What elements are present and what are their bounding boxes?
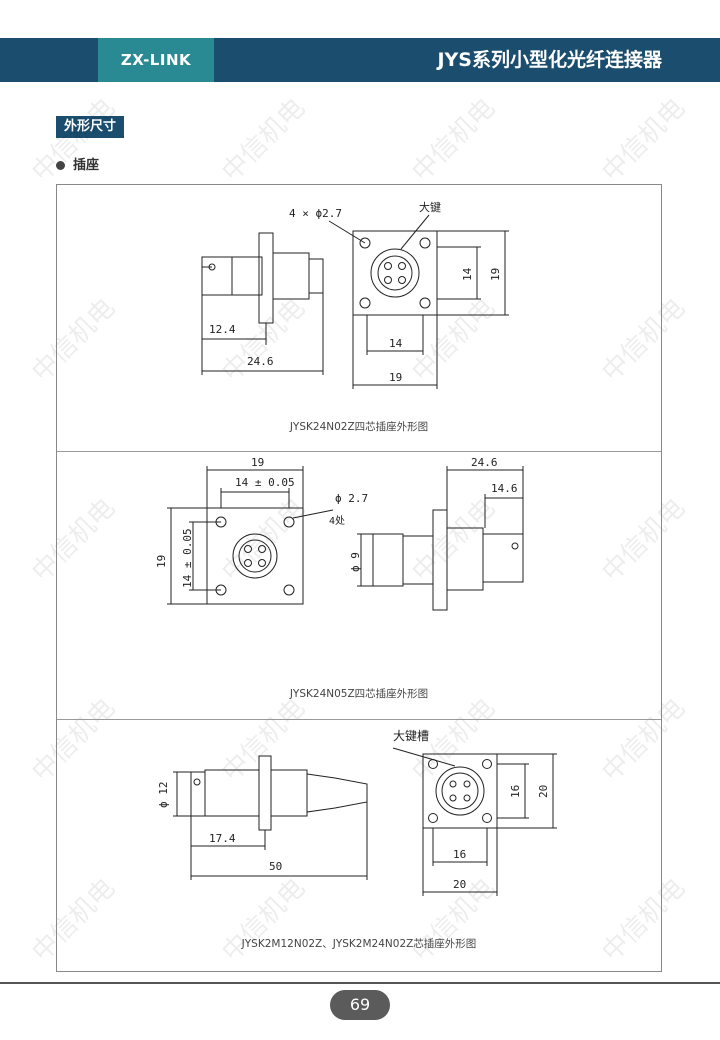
dim-label: 大键槽 xyxy=(393,729,429,743)
dim-label: 20 xyxy=(453,878,466,891)
page-title: JYS系列小型化光纤连接器 xyxy=(437,49,662,71)
bullet-dot-icon xyxy=(56,161,65,170)
technical-drawing-2: 19 14 ± 0.05 ϕ 2.7 4处 19 14 ± 0.05 24.6 … xyxy=(155,456,524,611)
technical-drawing-3: ϕ 12 17.4 50 大键槽 16 20 16 20 xyxy=(157,729,557,896)
dim-label: 16 xyxy=(453,848,466,861)
dim-label: 4处 xyxy=(329,515,345,527)
brand-label: ZX-LINK xyxy=(98,38,214,82)
dim-label: ϕ 9 xyxy=(349,552,362,572)
dim-label: 12.4 xyxy=(209,323,236,336)
bullet-heading-text: 插座 xyxy=(73,158,100,173)
dim-label: ϕ 2.7 xyxy=(335,492,368,505)
drawing-panel-1: 12.4 24.6 4 × ϕ2.7 大键 14 19 14 19 JYSK24… xyxy=(57,185,661,451)
page-number: 69 xyxy=(330,990,390,1020)
drawing-panel-3: ϕ 12 17.4 50 大键槽 16 20 16 20 JYSK2M12N02… xyxy=(57,719,661,971)
dim-label: 14 xyxy=(461,267,474,281)
dim-label: 19 xyxy=(251,456,264,469)
dim-label: 24.6 xyxy=(471,456,498,469)
watermark: 中信机电 xyxy=(26,92,122,188)
drawing-frame: 12.4 24.6 4 × ϕ2.7 大键 14 19 14 19 JYSK24… xyxy=(56,184,662,972)
dim-label: ϕ 12 xyxy=(157,782,170,809)
dim-label: 24.6 xyxy=(247,355,274,368)
drawing-panel-2: 19 14 ± 0.05 ϕ 2.7 4处 19 14 ± 0.05 24.6 … xyxy=(57,451,661,719)
watermark: 中信机电 xyxy=(406,92,502,188)
dim-label: 16 xyxy=(509,785,522,798)
drawing-caption: JYSK24N02Z四芯插座外形图 xyxy=(289,421,429,433)
watermark: 中信机电 xyxy=(216,92,312,188)
dim-label: 4 × ϕ2.7 xyxy=(289,207,342,220)
dim-label: 14 ± 0.05 xyxy=(235,476,295,489)
watermark: 中信机电 xyxy=(596,92,692,188)
bullet-heading: 插座 xyxy=(56,154,99,173)
dim-label: 17.4 xyxy=(209,832,236,845)
section-tag: 外形尺寸 xyxy=(56,116,125,138)
drawing-caption: JYSK2M12N02Z、JYSK2M24N02Z芯插座外形图 xyxy=(241,938,477,950)
technical-drawing-1: 12.4 24.6 4 × ϕ2.7 大键 14 19 14 19 xyxy=(201,200,509,389)
dim-label: 14 ± 0.05 xyxy=(181,528,194,588)
dim-label: 50 xyxy=(269,860,282,873)
dim-label: 大键 xyxy=(419,200,441,214)
dim-label: 19 xyxy=(489,268,502,281)
dim-label: 14 xyxy=(389,337,403,350)
dim-label: 14.6 xyxy=(491,482,518,495)
dim-label: 19 xyxy=(155,555,168,568)
dim-label: 19 xyxy=(389,371,402,384)
drawing-caption: JYSK24N05Z四芯插座外形图 xyxy=(289,688,429,700)
footer-divider xyxy=(0,982,720,984)
dim-label: 20 xyxy=(537,785,550,798)
